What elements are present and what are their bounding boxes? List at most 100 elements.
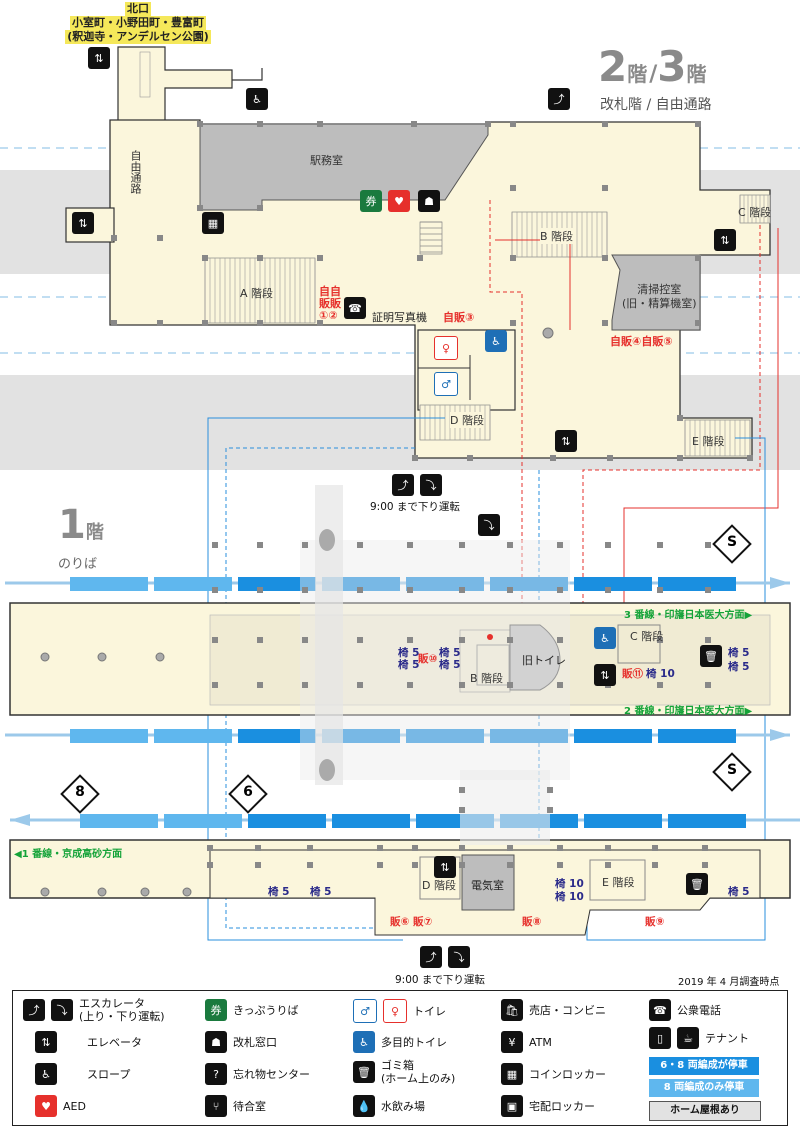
old-toilet (509, 624, 561, 691)
escalator-icon: ⤵ (448, 946, 470, 968)
legend-ticket-gate: ☗ 改札窓口 (205, 1031, 277, 1053)
vending-12-line1: 自自 (319, 285, 341, 298)
seat-label: 椅 10 (646, 668, 675, 680)
stairs-e-upper-label: E 階段 (692, 435, 725, 448)
escalator-note-bottom: 9:00 まで下り運転 (395, 974, 485, 986)
vending-45-label: 自販④自販⑤ (610, 335, 673, 348)
shop-icon: 🛍 (501, 999, 523, 1021)
legend-toilet-label: トイレ (413, 1005, 446, 1018)
elevator-icon: ⇅ (88, 47, 110, 69)
elevator-icon: ⇅ (555, 430, 577, 452)
train-car (574, 577, 652, 591)
aed-icon: ♥ (35, 1095, 57, 1117)
toilet-icon: ♀ (383, 999, 407, 1023)
car-marker-8-text: 8 (75, 784, 85, 800)
train-car (70, 729, 148, 743)
legend-ticket-gate-label: 改札窓口 (233, 1036, 277, 1049)
legend-multi-toilet: ♿ 多目的トイレ (353, 1031, 447, 1053)
legend-phone-label: 公衆電話 (677, 1004, 721, 1017)
train-cars (70, 729, 736, 743)
legend-shop: 🛍 売店・コンビニ (501, 999, 606, 1021)
seat-label: 椅 10 (555, 878, 584, 890)
toilet-icon: ♀ (434, 336, 458, 360)
atm-icon: ¥ (501, 1031, 523, 1053)
legend-lost-found-label: 忘れ物センター (233, 1068, 310, 1081)
elevator-icon: ⇅ (35, 1031, 57, 1053)
stairs-e-lower-label: E 階段 (602, 876, 635, 889)
delivery-locker-icon: ▣ (501, 1095, 523, 1117)
elevator-icon: ⇅ (594, 664, 616, 686)
elevator-icon: ⇅ (714, 229, 736, 251)
slope-icon: ♿ (246, 88, 268, 110)
legend-delivery-locker: ▣ 宅配ロッカー (501, 1095, 595, 1117)
stairs-a-label: A 階段 (240, 287, 274, 300)
legend-atm-label: ATM (529, 1035, 552, 1049)
escalator-icon: ⤵ (420, 474, 442, 496)
station-office-label: 駅務室 (310, 154, 343, 167)
ticket-gate-icon: ☗ (418, 190, 440, 212)
escalator-icon: ⤴ (420, 946, 442, 968)
train-car (406, 729, 484, 743)
legend-ticket: 券 きっぷうりば (205, 999, 299, 1021)
vending-11-label: 販⑪ (622, 668, 643, 680)
seat-label: 椅 5 (310, 886, 332, 898)
vending-3-label: 自販③ (443, 311, 475, 324)
track2-label: 2 番線・印旛日本医大方面▶ (624, 706, 753, 717)
train-car (658, 577, 736, 591)
phone-icon: ☎ (344, 297, 366, 319)
water-icon: 💧 (353, 1095, 375, 1117)
lost-found-icon: ? (205, 1063, 227, 1085)
car-marker-s1-text: S (726, 534, 738, 550)
seat-label: 椅 5 (728, 661, 750, 673)
pillars-upper (111, 121, 753, 461)
legend-aed-label: AED (63, 1099, 86, 1113)
legend-slope: ♿ スロープ (35, 1063, 130, 1085)
floor-slash: / (649, 62, 658, 87)
floor-2-num: 2 (598, 42, 628, 91)
elevator-icon: ⇅ (72, 212, 94, 234)
train-car (490, 729, 568, 743)
legend-roof: ホーム屋根あり (649, 1101, 761, 1121)
car-marker-6-text: 6 (243, 784, 253, 800)
stairs-d-upper-label: D 階段 (450, 412, 484, 428)
legend-trash: 🗑 ゴミ箱(ホーム上のみ) (353, 1059, 455, 1085)
legend: ⤴ ⤵ エスカレータ(上り・下り運転) ⇅ エレベータ ♿ スロープ ♥ AED… (12, 990, 788, 1126)
stairs-c-lower-label: C 階段 (630, 630, 664, 643)
legend-tenant-label: テナント (705, 1032, 749, 1045)
floor-1-num: 1 (58, 502, 86, 548)
legend-aed: ♥ AED (35, 1095, 86, 1117)
floor-2-kai: 階 (627, 62, 648, 86)
train-car (584, 814, 662, 828)
survey-date: 2019 年 4 月調査時点 (678, 977, 780, 988)
ticket-gate-icon: ☗ (205, 1031, 227, 1053)
legend-slope-label: スロープ (87, 1068, 131, 1081)
legend-water: 💧 水飲み場 (353, 1095, 425, 1117)
floor-2-3-heading: 2階/3階 (598, 42, 707, 91)
legend-delivery-locker-label: 宅配ロッカー (529, 1100, 595, 1113)
train-car (574, 729, 652, 743)
stairs-b-upper-label: B 階段 (540, 228, 574, 244)
legend-trash-sub: (ホーム上のみ) (381, 1072, 456, 1085)
seat-label: 椅 5 (439, 647, 461, 659)
escalator-icon: ⤴ (392, 474, 414, 496)
vending-8-label: 販⑧ (522, 916, 542, 928)
escalator-icon: ⤵ (51, 999, 73, 1021)
legend-tenant: ▯ ☕ テナント (649, 1027, 749, 1049)
slope-icon: ♿ (35, 1063, 57, 1085)
tenant-icon: ☕ (677, 1027, 699, 1049)
legend-multi-toilet-label: 多目的トイレ (381, 1036, 447, 1049)
floor-3-kai: 階 (686, 62, 707, 86)
floor-1-subtitle: のりば (58, 557, 98, 572)
vending-67-label: 販⑥ 販⑦ (390, 916, 433, 928)
train-car (164, 814, 242, 828)
seat-label: 椅 10 (555, 891, 584, 903)
old-toilet-label: 旧トイレ (522, 654, 566, 667)
seat-label: 椅 5 (398, 647, 420, 659)
legend-ticket-label: きっぷうりば (233, 1004, 299, 1017)
escalator-note-top: 9:00 まで下り運転 (370, 501, 460, 513)
cleaning-room-label: 清掃控室 (旧・精算機室) (622, 283, 697, 311)
legend-escalator-sub: (上り・下り運転) (79, 1010, 165, 1023)
escalator-icon: ⤴ (548, 88, 570, 110)
north-exit-structure (117, 46, 263, 123)
